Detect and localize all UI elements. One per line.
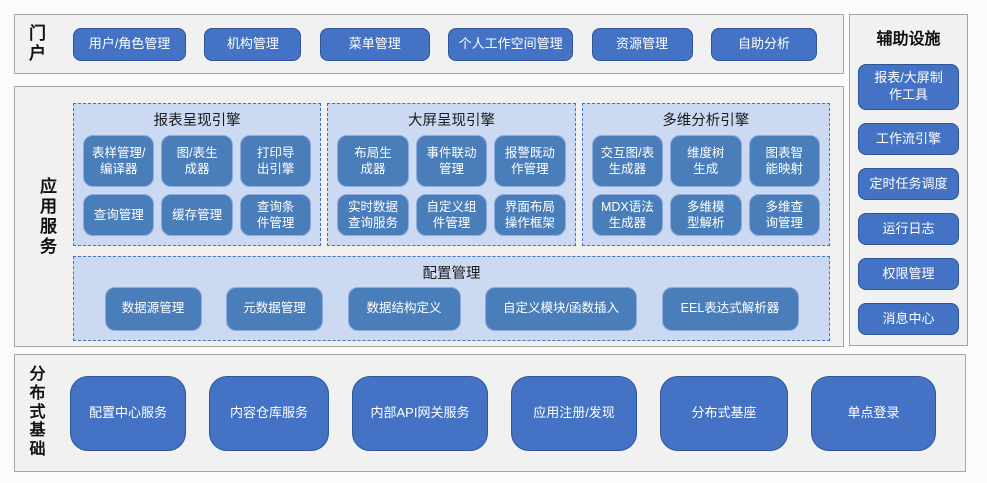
style-management-compiler-button[interactable]: 表样管理/ 编译器 [83, 135, 155, 187]
report-dashboard-authoring-tool-button[interactable]: 报表/大屏制 作工具 [858, 64, 959, 110]
alarm-action-management-button[interactable]: 报警既动 作管理 [494, 135, 566, 187]
report-engine-title: 报表呈现引擎 [153, 113, 241, 129]
portal-button-row: 用户/角色管理 机构管理 菜单管理 个人工作空间管理 资源管理 自助分析 [73, 27, 817, 61]
query-condition-management-button[interactable]: 查询条 件管理 [239, 194, 312, 236]
app-services-panel: 应用服务 报表呈现引擎 表样管理/ 编译器 图/表生 成器 打印导 出引擎 查询… [14, 86, 844, 347]
message-center-button[interactable]: 消息中心 [858, 303, 959, 335]
chart-table-generator-button[interactable]: 图/表生 成器 [161, 135, 233, 187]
internal-api-gateway-service-button[interactable]: 内部API网关服务 [352, 375, 488, 451]
olap-engine-title: 多维分析引擎 [662, 113, 750, 129]
config-management-box: 配置管理 数据源管理 元数据管理 数据结构定义 自定义模块/函数插入 EEL表达… [73, 256, 830, 341]
auxiliary-facilities-title: 辅助设施 [876, 31, 941, 48]
event-linkage-management-button[interactable]: 事件联动 管理 [415, 135, 488, 187]
realtime-data-query-service-button[interactable]: 实时数据 查询服务 [337, 194, 409, 236]
org-management-button[interactable]: 机构管理 [204, 27, 302, 61]
menu-management-button[interactable]: 菜单管理 [319, 27, 430, 61]
personal-workspace-management-button[interactable]: 个人工作空间管理 [448, 27, 574, 61]
query-management-button[interactable]: 查询管理 [83, 194, 155, 236]
scheduled-task-scheduling-button[interactable]: 定时任务调度 [858, 168, 959, 200]
config-button-row: 数据源管理 元数据管理 数据结构定义 自定义模块/函数插入 EEL表达式解析器 [74, 283, 829, 340]
custom-module-function-insert-button[interactable]: 自定义模块/函数插入 [485, 286, 637, 331]
chart-smart-mapping-button[interactable]: 图表智 能映射 [748, 135, 820, 187]
multidim-query-management-button[interactable]: 多维查 询管理 [748, 194, 820, 236]
config-management-title: 配置管理 [422, 266, 481, 282]
app-registration-discovery-button[interactable]: 应用注册/发现 [511, 375, 637, 451]
engines-row: 报表呈现引擎 表样管理/ 编译器 图/表生 成器 打印导 出引擎 查询管理 缓存… [73, 103, 830, 246]
dashboard-engine-title: 大屏呈现引擎 [407, 113, 495, 129]
metadata-management-button[interactable]: 元数据管理 [226, 286, 323, 331]
multidim-model-parsing-button[interactable]: 多维模 型解析 [670, 194, 742, 236]
permission-management-button[interactable]: 权限管理 [858, 258, 959, 290]
interactive-chart-generator-button[interactable]: 交互图/表 生成器 [591, 135, 664, 187]
mdx-syntax-generator-button[interactable]: MDX语法 生成器 [591, 194, 664, 236]
olap-engine-grid: 交互图/表 生成器 维度树 生成 图表智 能映射 MDX语法 生成器 多维模 型… [583, 133, 829, 245]
auxiliary-facilities-panel: 辅助设施 报表/大屏制 作工具 工作流引擎 定时任务调度 运行日志 权限管理 消… [849, 14, 968, 346]
cache-management-button[interactable]: 缓存管理 [161, 194, 233, 236]
layout-generator-button[interactable]: 布局生 成器 [337, 135, 409, 187]
olap-engine-box: 多维分析引擎 交互图/表 生成器 维度树 生成 图表智 能映射 MDX语法 生成… [581, 103, 830, 246]
config-center-service-button[interactable]: 配置中心服务 [70, 375, 186, 451]
run-log-button[interactable]: 运行日志 [858, 213, 959, 245]
distributed-button-row: 配置中心服务 内容仓库服务 内部API网关服务 应用注册/发现 分布式基座 单点… [47, 375, 959, 451]
dimension-tree-generation-button[interactable]: 维度树 生成 [670, 135, 742, 187]
workflow-engine-button[interactable]: 工作流引擎 [858, 123, 959, 155]
single-sign-on-button[interactable]: 单点登录 [811, 375, 936, 451]
data-structure-definition-button[interactable]: 数据结构定义 [347, 286, 461, 331]
app-services-label: 应用服务 [40, 176, 57, 256]
print-export-engine-button[interactable]: 打印导 出引擎 [239, 135, 312, 187]
report-engine-box: 报表呈现引擎 表样管理/ 编译器 图/表生 成器 打印导 出引擎 查询管理 缓存… [73, 103, 322, 246]
distributed-base-button[interactable]: 分布式基座 [660, 375, 788, 451]
portal-label: 门户 [29, 23, 46, 63]
content-repository-service-button[interactable]: 内容仓库服务 [209, 375, 329, 451]
dashboard-engine-box: 大屏呈现引擎 布局生 成器 事件联动 管理 报警既动 作管理 实时数据 查询服务… [327, 103, 576, 246]
distributed-foundation-label: 分布式基础 [29, 365, 46, 459]
portal-panel: 门户 用户/角色管理 机构管理 菜单管理 个人工作空间管理 资源管理 自助分析 [14, 14, 844, 74]
resource-management-button[interactable]: 资源管理 [591, 27, 693, 61]
custom-component-management-button[interactable]: 自定义组 件管理 [415, 194, 488, 236]
eel-expression-parser-button[interactable]: EEL表达式解析器 [661, 286, 799, 331]
ui-layout-framework-button[interactable]: 界面布局 操作框架 [494, 194, 566, 236]
user-role-management-button[interactable]: 用户/角色管理 [73, 27, 186, 61]
distributed-foundation-panel: 分布式基础 配置中心服务 内容仓库服务 内部API网关服务 应用注册/发现 分布… [14, 354, 966, 472]
report-engine-grid: 表样管理/ 编译器 图/表生 成器 打印导 出引擎 查询管理 缓存管理 查询条 … [74, 133, 320, 245]
datasource-management-button[interactable]: 数据源管理 [104, 286, 202, 331]
self-service-analysis-button[interactable]: 自助分析 [710, 27, 817, 61]
dashboard-engine-grid: 布局生 成器 事件联动 管理 报警既动 作管理 实时数据 查询服务 自定义组 件… [328, 133, 574, 245]
